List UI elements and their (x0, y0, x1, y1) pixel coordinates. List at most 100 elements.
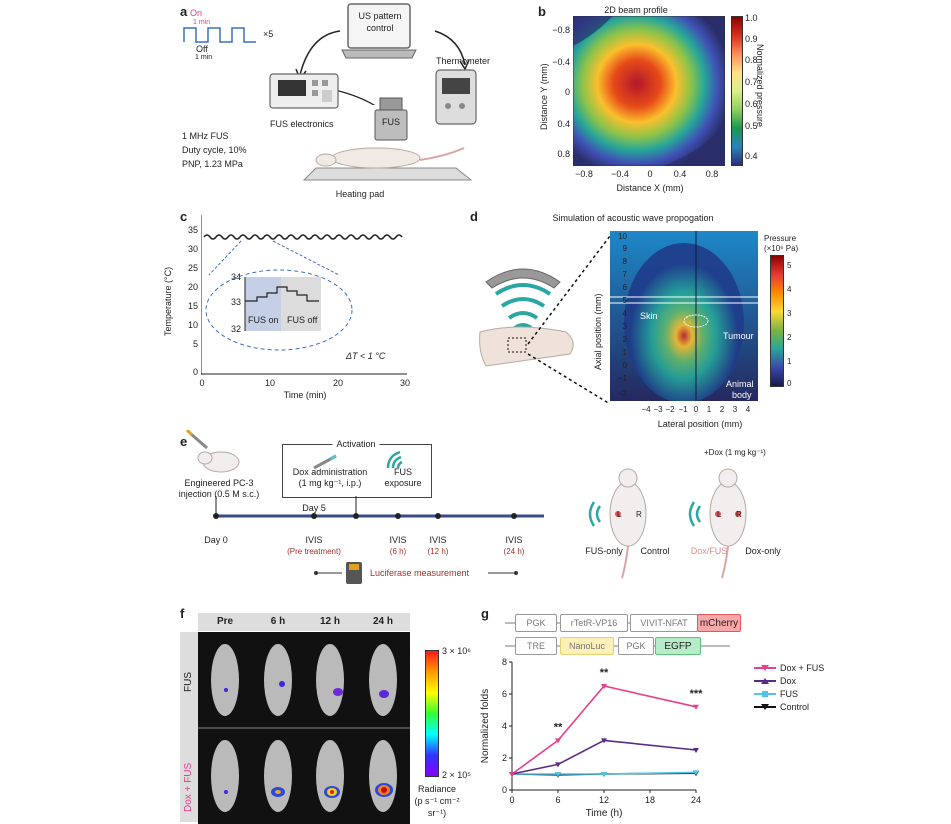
ivis-6h-time: (6 h) (389, 547, 407, 556)
b-xtick-2: −0.4 (611, 169, 629, 179)
d-ytick-7: 7 (622, 270, 627, 279)
g-ylabel: Normalized folds (480, 689, 491, 763)
d-colorbar (770, 255, 784, 387)
d-xtick-1: 1 (706, 405, 712, 414)
dox-dose-label: +Dox (1 mg kg⁻¹) (704, 448, 766, 457)
transducer-on-mouse (479, 268, 574, 367)
fus-only-r: R (636, 510, 642, 519)
c-xtick-20: 20 (332, 378, 344, 388)
d-xtick-2: 2 (719, 405, 725, 414)
b-cb-7: 0.4 (745, 151, 758, 161)
chart-legend: Dox + FUS Dox FUS Control (754, 662, 884, 714)
us-control-line2: control (366, 23, 394, 33)
mouse-syringe-icon (185, 430, 240, 473)
f-col-pre: Pre (216, 616, 234, 627)
d-ytick-3: 3 (622, 322, 627, 331)
f-col-12h: 12 h (319, 616, 341, 627)
b-xtick-3: 0 (647, 169, 653, 179)
c-ytick-20: 20 (187, 282, 198, 292)
group-fus-only: FUS-only (585, 546, 623, 556)
fus-transducer (374, 97, 408, 141)
c-xtick-0: 0 (199, 378, 205, 388)
b-xtick-4: 0.4 (673, 169, 687, 179)
c-inset-ytick-34: 34 (230, 272, 241, 282)
ivis-24h-time: (24 h) (503, 547, 525, 556)
syringe-icon (313, 454, 337, 470)
g-xtick-label: 24 (691, 795, 701, 805)
us-control-line1: US pattern (358, 11, 402, 21)
fus-param-2: Duty cycle, 10% (182, 145, 247, 155)
d-xtick-3: 3 (732, 405, 738, 414)
mouse-dox-fus (688, 468, 747, 579)
d-ytick-9: 9 (622, 244, 627, 253)
data-point (555, 772, 561, 777)
b-ylabel: Distance Y (mm) (539, 63, 549, 130)
g-xtick-label: 18 (645, 795, 655, 805)
c-fus-on: FUS on (248, 315, 279, 325)
b-cb-label: Normalized pressure (755, 44, 765, 128)
c-xtick-10: 10 (264, 378, 276, 388)
data-point (601, 772, 607, 777)
d-cb-0: 0 (787, 379, 792, 388)
b-cb-1: 1.0 (745, 13, 758, 23)
ivis-image-grid (198, 632, 410, 824)
d-cb-label-1: Pressure (764, 234, 797, 243)
construct2-tre: TRE (515, 637, 557, 655)
panel-b-label: b (538, 4, 546, 19)
d-ytick-5: 5 (622, 296, 627, 305)
g-xtick-label: 0 (509, 795, 514, 805)
timeline-axis (213, 496, 544, 519)
c-ylabel: Temperature (°C) (163, 266, 173, 336)
d-animal-body-2: body (732, 390, 752, 400)
legend-fus: FUS (780, 689, 798, 699)
construct2-egfp: EGFP (655, 637, 701, 655)
d-cb-1: 1 (787, 357, 792, 366)
b-cb-4: 0.7 (745, 77, 758, 87)
repeat-label: ×5 (263, 29, 274, 39)
beam-profile-heatmap (573, 16, 725, 166)
panel-d-label: d (470, 209, 478, 224)
f-col-6h: 6 h (270, 616, 286, 627)
injection-1: Engineered PC-3 (184, 478, 254, 488)
f-row-fus: FUS (183, 672, 194, 692)
acoustic-simulation-map (610, 231, 758, 401)
legend-marker-dox-fus (754, 665, 776, 671)
b-cb-3: 0.8 (745, 55, 758, 65)
f-col-24h: 24 h (372, 616, 394, 627)
d-skin: Skin (640, 311, 658, 321)
f-column-header-bar (198, 613, 410, 631)
pulse-waveform (183, 27, 256, 43)
mouse-on-heating-pad (302, 147, 473, 181)
dox-admin-1: Dox administration (292, 467, 368, 477)
luciferase-label: Luciferase measurement (370, 568, 470, 578)
c-xtick-30: 30 (399, 378, 411, 388)
series-line-dox (511, 739, 697, 775)
d-ytick-0: 0 (622, 361, 627, 370)
activation-title: Activation (332, 438, 380, 450)
ivis-6h: IVIS (389, 535, 407, 545)
on-label: On (190, 8, 203, 18)
construct2-pgk: PGK (618, 637, 654, 655)
data-point (601, 684, 607, 689)
b-cb-5: 0.6 (745, 99, 758, 109)
f-radiance-3: sr⁻¹) (427, 808, 447, 818)
d-cb-label-2: (×10⁶ Pa) (764, 244, 799, 253)
ivis-12h: IVIS (429, 535, 447, 545)
fus-transducer-label: FUS (382, 117, 400, 127)
panel-g-label: g (481, 606, 489, 621)
c-ytick-15: 15 (187, 301, 198, 311)
b-ytick-2: −0.4 (552, 57, 570, 67)
c-ytick-30: 30 (187, 244, 198, 254)
group-control: Control (640, 546, 670, 556)
c-ytick-25: 25 (187, 263, 198, 273)
d-xtick-m1: −1 (678, 405, 688, 414)
c-delta-t: ΔT < 1 °C (346, 351, 386, 361)
g-xtick-label: 6 (555, 795, 560, 805)
series-line-fus (512, 771, 697, 775)
construct1-mcherry: mCherry (697, 614, 741, 632)
d-ytick-6: 6 (622, 283, 627, 292)
dox-fus-l: L (717, 510, 722, 519)
b-cb-2: 0.9 (745, 34, 758, 44)
panel-c-label: c (180, 209, 188, 224)
